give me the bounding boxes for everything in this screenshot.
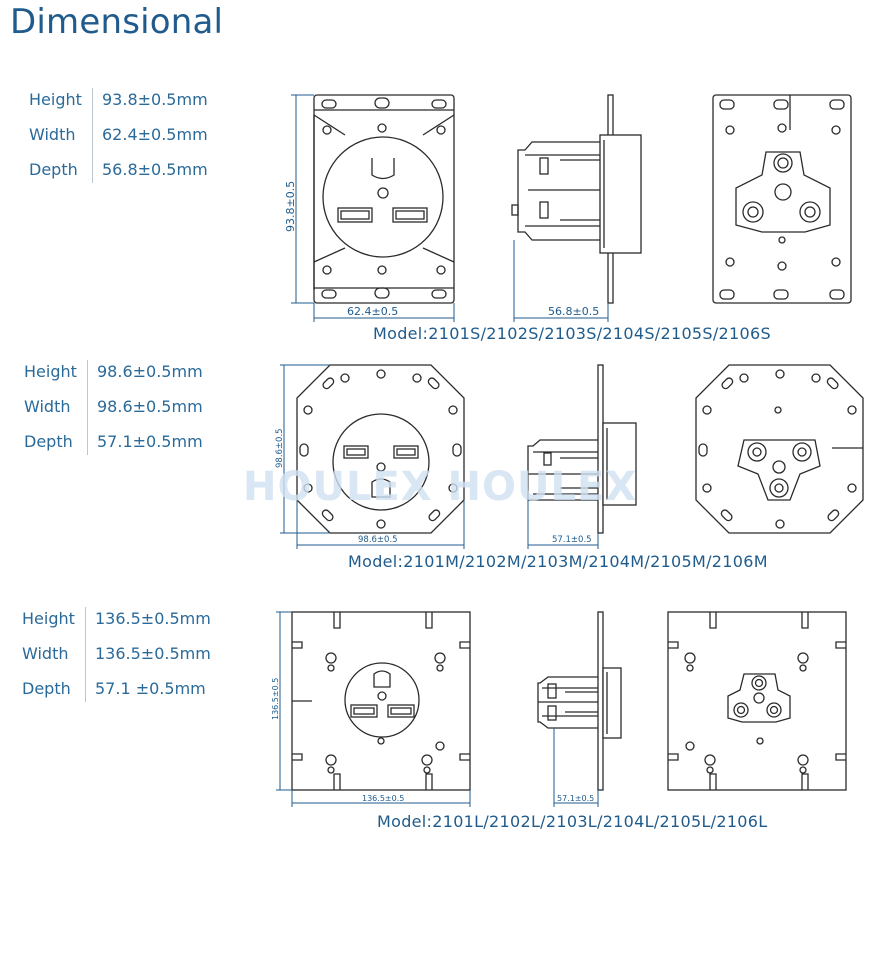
model-label-m: Model:2101M/2102M/2103M/2104M/2105M/2106… — [348, 552, 768, 571]
height-dimension-l — [276, 611, 292, 791]
spec-value-width: 62.4±0.5mm — [102, 125, 208, 144]
height-label-s: 93.8±0.5 — [284, 181, 297, 232]
model-label-l: Model:2101L/2102L/2103L/2104L/2105L/2106… — [377, 812, 768, 831]
depth-dimension-m — [527, 500, 599, 549]
spec-value-width: 98.6±0.5mm — [97, 397, 203, 416]
spec-value-depth: 57.1 ±0.5mm — [95, 679, 206, 698]
depth-dimension-s — [513, 240, 609, 322]
side-view-l — [537, 611, 622, 791]
width-label-l: 136.5±0.5 — [362, 794, 404, 803]
front-view-l — [291, 611, 471, 791]
spec-value-depth: 57.1±0.5mm — [97, 432, 203, 451]
spec-label-height: Height — [29, 90, 82, 109]
spec-value-height: 98.6±0.5mm — [97, 362, 203, 381]
side-view-s — [511, 94, 642, 304]
back-view-s — [712, 94, 852, 304]
height-dimension-s — [291, 94, 314, 304]
spec-divider — [92, 88, 93, 183]
depth-dimension-l — [553, 728, 599, 807]
front-view-s — [313, 94, 455, 304]
width-label-s: 62.4±0.5 — [347, 305, 398, 318]
width-dimension-s — [313, 303, 455, 322]
depth-label-s: 56.8±0.5 — [548, 305, 599, 318]
spec-label-height: Height — [24, 362, 77, 381]
spec-value-height: 93.8±0.5mm — [102, 90, 208, 109]
spec-value-depth: 56.8±0.5mm — [102, 160, 208, 179]
depth-label-m: 57.1±0.5 — [552, 535, 592, 545]
spec-block-s: Height 93.8±0.5mm Width 62.4±0.5mm Depth… — [29, 88, 249, 188]
spec-label-width: Width — [29, 125, 76, 144]
spec-block-m: Height 98.6±0.5mm Width 98.6±0.5mm Depth… — [24, 360, 244, 460]
spec-label-depth: Depth — [24, 432, 73, 451]
spec-divider — [87, 360, 88, 455]
spec-label-depth: Depth — [29, 160, 78, 179]
back-view-m — [695, 364, 864, 534]
height-label-l: 136.5±0.5 — [271, 678, 280, 720]
page-title: Dimensional — [10, 2, 224, 42]
side-view-m — [527, 364, 637, 534]
front-view-m — [296, 364, 465, 534]
spec-label-width: Width — [24, 397, 71, 416]
spec-value-height: 136.5±0.5mm — [95, 609, 211, 628]
watermark: HOULEX HOULEX — [243, 464, 637, 510]
back-view-l — [667, 611, 847, 791]
depth-label-l: 57.1±0.5 — [557, 794, 594, 803]
height-dimension-m — [280, 364, 330, 534]
spec-label-height: Height — [22, 609, 75, 628]
model-label-s: Model:2101S/2102S/2103S/2104S/2105S/2106… — [373, 324, 771, 343]
width-dimension-m — [296, 500, 465, 549]
spec-value-width: 136.5±0.5mm — [95, 644, 211, 663]
spec-label-depth: Depth — [22, 679, 71, 698]
spec-label-width: Width — [22, 644, 69, 663]
spec-block-l: Height 136.5±0.5mm Width 136.5±0.5mm Dep… — [22, 607, 242, 707]
spec-divider — [85, 607, 86, 702]
width-label-m: 98.6±0.5 — [358, 535, 398, 545]
height-label-m: 98.6±0.5 — [275, 428, 285, 468]
width-dimension-l — [291, 790, 471, 807]
